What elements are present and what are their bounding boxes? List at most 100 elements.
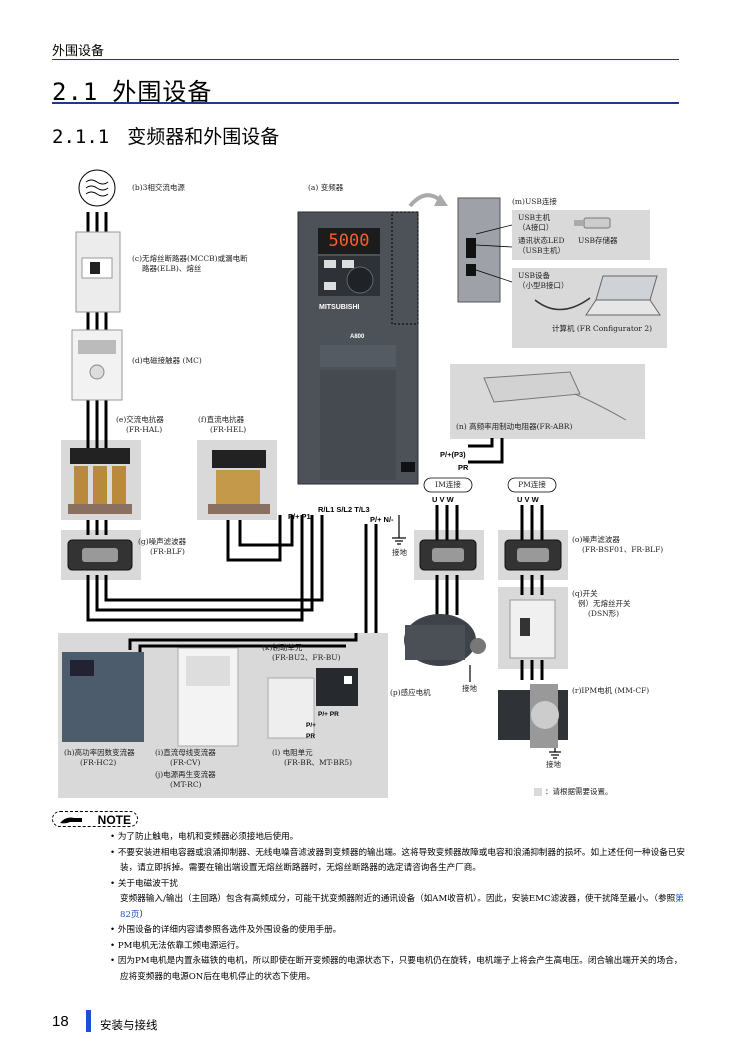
- label-j-1: (j)电源再生变流器: [155, 770, 216, 779]
- legend-swatch: [534, 788, 542, 796]
- terminal-uvw-pm: U V W: [517, 495, 539, 504]
- note-item: • 外围设备的详细内容请参照各选件及外围设备的使用手册。: [110, 925, 342, 935]
- terminal-p1: P/+ P1: [288, 512, 311, 521]
- label-ground-1: 接地: [392, 548, 407, 557]
- terminal-p3: P/+(P3): [440, 450, 466, 459]
- label-n: (n) 高频率用制动电阻器(FR-ABR): [456, 422, 573, 431]
- label-h-2: (FR-HC2): [80, 758, 117, 767]
- label-i-1: (i)直流母线变流器: [155, 748, 216, 757]
- label-e-1: (e)交流电抗器: [116, 415, 164, 424]
- terminal-rst: R/L1 S/L2 T/L3: [318, 505, 370, 514]
- label-q-2: 例）无熔丝开关: [578, 599, 631, 608]
- dc-reactor-image: [208, 450, 270, 514]
- terminal-uvw-im: U V W: [432, 495, 454, 504]
- label-f-1: (f)直流电抗器: [198, 415, 245, 424]
- page-number: 18: [52, 1013, 69, 1030]
- usb-panel-top: [512, 210, 650, 260]
- label-usb-host-2: （A接口）: [518, 223, 554, 232]
- ac-reactor-image: [68, 448, 132, 514]
- induction-motor-image: [404, 614, 486, 666]
- label-p: (p)感应电机: [390, 688, 431, 697]
- usb-stick-image: [574, 217, 611, 229]
- inverter-image: [297, 211, 419, 485]
- heading-1-title: 外围设备: [112, 78, 213, 106]
- note-label: NOTE: [97, 813, 131, 827]
- terminal-pn: P/+ N/-: [370, 515, 394, 524]
- label-g-2: (FR-BLF): [150, 547, 185, 556]
- resistor-image: [483, 371, 627, 421]
- power-source-icon: [78, 169, 116, 207]
- header-rule: [52, 59, 679, 60]
- resistor-unit-image: [267, 677, 315, 739]
- usb-port-image: [457, 197, 513, 303]
- label-m: (m)USB连接: [512, 197, 557, 206]
- label-q-1: (q)开关: [572, 589, 598, 598]
- legend-text: ：请根据需要设置。: [545, 787, 613, 796]
- note-item: • PM电机无法依靠工频电源运行。: [110, 940, 245, 951]
- wiring-svg: [62, 169, 661, 796]
- note-badge: NOTE: [52, 811, 138, 827]
- label-f-2: (FR-HEL): [210, 425, 247, 434]
- footer-section: 安装与接线: [100, 1018, 158, 1032]
- label-i-2: (FR-CV): [170, 758, 201, 767]
- high-pf-converter-image: [62, 652, 144, 742]
- label-b: (b)3相交流电源: [132, 183, 185, 192]
- heading-2-title: 变频器和外围设备: [127, 126, 280, 148]
- terminal-pplus: P/+: [306, 722, 316, 729]
- terminal-pr-2: PR: [306, 733, 316, 740]
- label-usb-device-2: （小型B接口）: [518, 281, 569, 290]
- dc-bus-converter-image: [177, 647, 239, 747]
- inverter-model: A800: [350, 334, 365, 340]
- label-c-1: (c)无熔丝断路器(MCCB)或漏电断: [132, 254, 248, 263]
- inverter-led-display: 5000: [328, 231, 370, 251]
- running-header: 外围设备: [52, 44, 105, 59]
- laptop-image: [534, 275, 661, 316]
- label-k-1: (k)制动单元: [262, 643, 303, 652]
- label-o-1: (o)噪声滤波器: [572, 535, 620, 544]
- label-usb-host: USB主机: [518, 213, 550, 222]
- label-l-1: (l) 电阻单元: [272, 748, 313, 757]
- label-usb-storage: USB存储器: [578, 236, 618, 245]
- breaker-image: [75, 231, 121, 313]
- heading-2: 2.1.1 变频器和外围设备: [52, 122, 279, 149]
- label-g-1: (g)噪声滤波器: [138, 537, 187, 546]
- terminal-pplus-pr: P/+ PR: [318, 711, 339, 718]
- note-item: • 不要安装进相电容器或浪涌抑制器、无线电噪音滤波器到变频器的输出端。这将导致变…: [110, 847, 686, 874]
- heading-1: 2.1 外围设备: [52, 72, 212, 107]
- terminal-pr: PR: [458, 463, 469, 472]
- heading-1-number: 2.1: [52, 78, 99, 106]
- page-link[interactable]: 第82页: [120, 894, 684, 920]
- label-ground-2: 接地: [462, 684, 477, 693]
- heading-2-number: 2.1.1: [52, 126, 110, 148]
- note-item: • 关于电磁波干扰: [110, 878, 178, 889]
- note-item: • 为了防止触电，电机和变频器必须接地后使用。: [110, 832, 299, 842]
- label-pm-connection: PM连接: [518, 480, 546, 489]
- brake-unit-image: [316, 668, 358, 706]
- label-k-2: (FR-BU2、FR-BU): [272, 653, 341, 662]
- label-pc: 计算机 (FR Configurator 2): [552, 324, 653, 333]
- heading-1-rule: [52, 102, 679, 104]
- note-item: • 因为PM电机是内置永磁铁的电机，所以即使在断开变频器的电源状态下，只要电机仍…: [110, 956, 683, 982]
- note-list: • 为了防止触电，电机和变频器必须接地后使用。 • 不要安装进相电容器或浪涌抑制…: [110, 830, 685, 985]
- label-usb-device: USB设备: [518, 271, 550, 280]
- label-o-2: (FR-BSF01、FR-BLF): [582, 545, 664, 554]
- peripheral-diagram: 5000 MITSUBISHI A800 (b)3相交流电源 (a) 变频器 (…: [58, 169, 667, 798]
- label-led-2: （USB主机）: [518, 246, 565, 255]
- contactor-image: [71, 329, 123, 401]
- note-emi-detail: 变频器输入/输出（主回路）包含有高频成分，可能干扰变频器附近的通讯设备（如AM收…: [120, 894, 684, 920]
- label-l-2: (FR-BR、MT-BR5): [284, 758, 353, 767]
- label-h-1: (h)高功率因数变流器: [64, 748, 135, 757]
- label-led: 通讯状态LED: [518, 236, 565, 245]
- label-ground-3: 接地: [546, 760, 561, 769]
- note-hand-icon: [60, 817, 82, 824]
- label-j-2: (MT-RC): [170, 780, 202, 789]
- switch-image: [509, 599, 556, 659]
- label-e-2: (FR-HAL): [126, 425, 163, 434]
- label-im-connection: IM连接: [435, 480, 461, 489]
- label-d: (d)电磁接触器 (MC): [132, 356, 202, 365]
- label-a: (a) 变频器: [308, 183, 344, 192]
- footer-bar: [86, 1010, 91, 1032]
- label-c-2: 路器(ELB)、熔丝: [142, 264, 202, 273]
- label-q-3: (DSN形): [588, 609, 620, 618]
- ipm-motor-image: [498, 684, 568, 748]
